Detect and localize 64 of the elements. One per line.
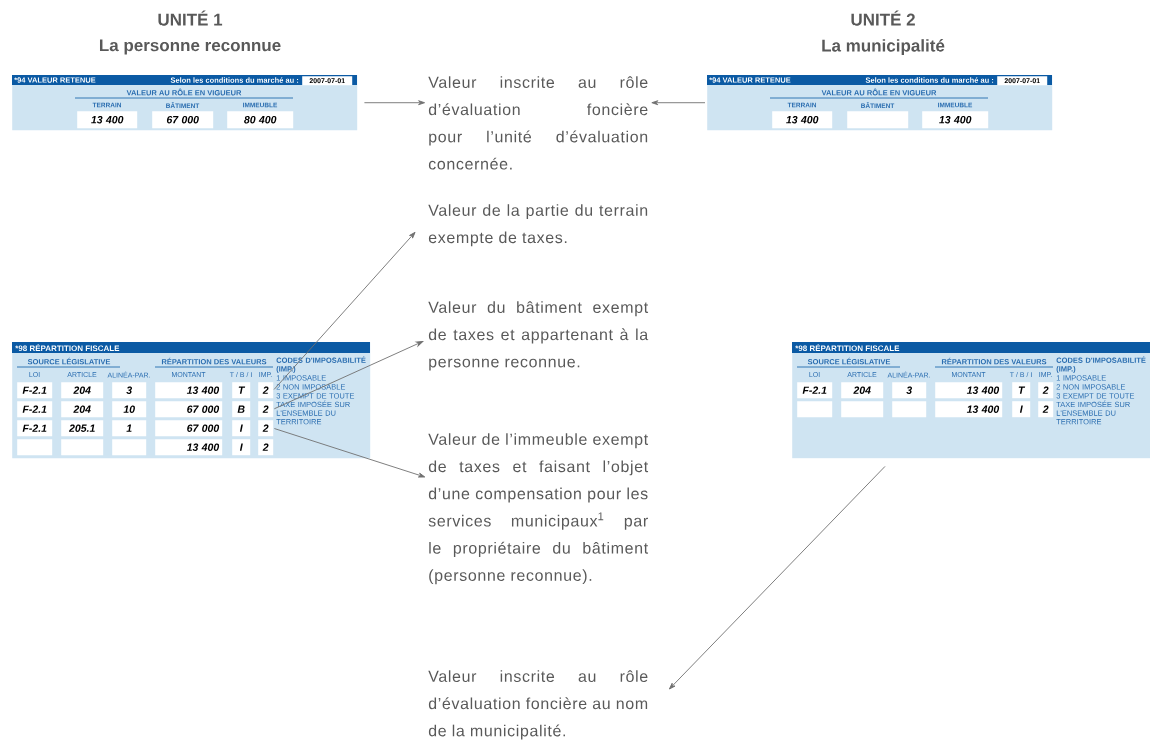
description-text: Valeur de la partie du terrain exempte de taxes. <box>428 204 648 247</box>
value-cell: 67 000 <box>155 420 223 437</box>
node-label: 80 400 <box>244 116 277 124</box>
value-cell: 2 <box>258 382 274 399</box>
value-cell: I <box>232 439 251 456</box>
value-cell: 10 <box>112 401 147 418</box>
node-label: 67 000 <box>166 116 199 124</box>
empty-cell <box>841 401 884 418</box>
value-cell: 13 400 <box>155 439 223 456</box>
value-cell: 13 400 <box>935 401 1003 418</box>
value-cell: 204 <box>61 382 104 399</box>
value-cell: 1 <box>112 420 147 437</box>
value-cell: 2 <box>1038 382 1054 399</box>
arrow <box>273 341 424 410</box>
value-cell: F-2.1 <box>17 382 53 399</box>
value-cell: 13 400 <box>77 111 138 129</box>
description-text: Valeur inscrite au rôle d’évaluation foncière pour l’unité d’évaluation concernée. <box>428 76 648 170</box>
unit-subheading: La personne reconnue <box>100 39 281 55</box>
node-label: 13 400 <box>939 116 972 124</box>
value-cell: 205.1 <box>61 420 104 437</box>
value-cell: F-2.1 <box>797 382 833 399</box>
value-cell: 2 <box>258 420 274 437</box>
description-text: Valeur inscrite au rôle d’évaluation foncière au nom de la municipalité. <box>428 670 648 740</box>
empty-cell <box>112 439 147 456</box>
value-cell: 13 400 <box>922 111 989 129</box>
arrow <box>651 100 706 106</box>
empty-cell <box>61 439 104 456</box>
value-cell: 67 000 <box>152 111 214 129</box>
value-cell: T <box>1012 382 1031 399</box>
empty-cell <box>797 401 833 418</box>
value-cell: I <box>1012 401 1031 418</box>
form-title: *98 RÉPARTITION FISCALE <box>15 343 120 352</box>
description-text: Valeur de l’immeuble exempt de taxes et faisant l’objet d’une compensation pour les services municipaux$^{1}$ par le propriétaire du bâtiment (personne reconnue). <box>428 433 649 585</box>
empty-cell <box>847 111 909 129</box>
value-cell: T <box>232 382 251 399</box>
form-title: *98 RÉPARTITION FISCALE <box>795 343 900 352</box>
value-cell: F-2.1 <box>17 401 53 418</box>
unit-heading: UNITÉ 1 <box>158 10 223 26</box>
value-cell: 13 400 <box>772 111 833 129</box>
value-cell: 3 <box>892 382 927 399</box>
value-cell: F-2.1 <box>17 420 53 437</box>
node-label: 13 400 <box>91 116 124 124</box>
value-cell: 13 400 <box>935 382 1003 399</box>
value-cell: 2 <box>1038 401 1054 418</box>
value-cell: B <box>232 401 251 418</box>
value-cell: 80 400 <box>227 111 294 129</box>
value-cell: 204 <box>61 401 104 418</box>
value-cell: 204 <box>841 382 884 399</box>
value-cell: 3 <box>112 382 147 399</box>
arrow <box>668 465 886 690</box>
value-cell: 13 400 <box>155 382 223 399</box>
node-label: 13 400 <box>786 116 819 124</box>
description-text: Valeur du bâtiment exempt de taxes et appartenant à la personne reconnue. <box>428 301 649 371</box>
unit-heading: UNITÉ 2 <box>851 10 915 26</box>
empty-cell <box>892 401 927 418</box>
value-cell: 2 <box>258 401 274 418</box>
arrow <box>273 428 426 478</box>
value-cell: I <box>232 420 251 437</box>
unit-subheading: La municipalité <box>822 39 945 55</box>
arrow <box>363 100 426 106</box>
value-cell: 67 000 <box>155 401 223 418</box>
arrow <box>273 231 416 390</box>
empty-cell <box>17 439 53 456</box>
value-cell: 2 <box>258 439 274 456</box>
